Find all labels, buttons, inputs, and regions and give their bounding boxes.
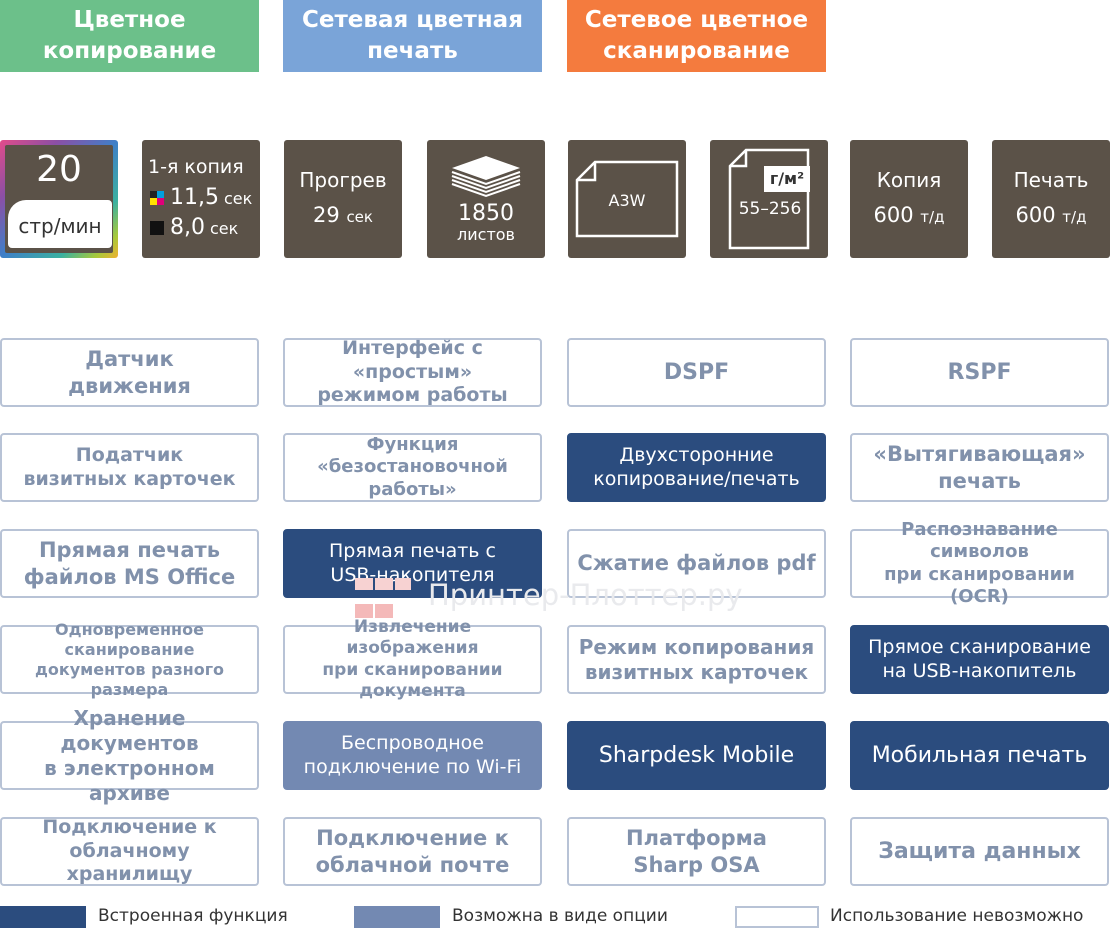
paper-density-range: 55–256 xyxy=(738,199,802,219)
print-resolution-unit: т/д xyxy=(1062,208,1087,226)
paper-format-icon xyxy=(575,160,679,238)
paper-capacity-unit: листов xyxy=(457,225,515,244)
copy-resolution-title: Копия xyxy=(876,168,942,192)
print-resolution-value: 600 xyxy=(1015,203,1056,227)
feature-box: Защита данных xyxy=(850,817,1109,886)
feature-box: Одновременное сканирование документов ра… xyxy=(0,620,259,699)
header-network-print: Сетевая цветная печать xyxy=(283,0,542,72)
legend-builtin-swatch xyxy=(0,906,86,928)
feature-box: Двухсторонние копирование/печать xyxy=(567,433,826,502)
feature-box: Извлечение изображения при сканировании … xyxy=(283,617,542,701)
legend-unavailable-swatch xyxy=(735,906,819,928)
legend-option-swatch xyxy=(354,906,440,928)
paper-format-label: A3W xyxy=(608,190,646,210)
bw-copy-time: 8,0 xyxy=(170,215,205,240)
feature-box: Прямая печать с USB-накопителя xyxy=(283,529,542,598)
feature-box: Распознавание символов при сканировании … xyxy=(850,519,1109,607)
speed-unit: стр/мин xyxy=(18,214,102,238)
feature-box: Подключение к облачной почте xyxy=(283,817,542,886)
feature-box: Режим копирования визитных карточек xyxy=(567,625,826,694)
paper-density-icon xyxy=(728,148,810,250)
color-copy-time: 11,5 xyxy=(170,185,219,210)
watermark-logo-icon xyxy=(355,578,411,622)
legend-option-label: Возможна в виде опции xyxy=(452,906,668,926)
color-swatch-icon xyxy=(150,191,164,205)
paper-format-tile: A3W xyxy=(568,140,686,258)
feature-box: «Вытягивающая» печать xyxy=(850,433,1109,502)
paper-stack-icon xyxy=(451,156,521,198)
feature-box: Датчик движения xyxy=(0,338,259,407)
copy-resolution-value: 600 xyxy=(873,203,914,227)
watermark-text: Принтер-Плоттер.ру xyxy=(428,578,743,612)
feature-box: Сжатие файлов pdf xyxy=(567,529,826,598)
feature-box: Платформа Sharp OSA xyxy=(567,817,826,886)
feature-box: Беспроводное подключение по Wi-Fi xyxy=(283,721,542,790)
copy-resolution-unit: т/д xyxy=(920,208,945,226)
paper-capacity-value: 1850 xyxy=(458,201,514,226)
feature-box: Интерфейс с «простым» режимом работы xyxy=(283,337,542,407)
warmup-tile: Прогрев 29 сек xyxy=(284,140,402,258)
warmup-value: 29 xyxy=(313,203,340,227)
feature-box: RSPF xyxy=(850,338,1109,407)
color-copy-unit: сек xyxy=(223,188,253,208)
header-network-scan: Сетевое цветное сканирование xyxy=(567,0,826,72)
warmup-unit: сек xyxy=(346,208,373,226)
legend-unavailable-label: Использование невозможно xyxy=(830,906,1084,926)
warmup-title: Прогрев xyxy=(299,168,387,192)
feature-box: Функция «безостановочной работы» xyxy=(283,433,542,502)
feature-box: Мобильная печать xyxy=(850,721,1109,790)
bw-swatch-icon xyxy=(150,221,164,235)
paper-density-unit: г/м² xyxy=(769,169,805,188)
paper-density-tile: г/м² 55–256 xyxy=(710,140,828,258)
speed-value: 20 xyxy=(36,149,82,190)
feature-box: Подключение к облачному хранилищу xyxy=(0,816,259,886)
feature-box: Податчик визитных карточек xyxy=(0,433,259,502)
header-color-copy: Цветное копирование xyxy=(0,0,259,72)
first-copy-title: 1-я копия xyxy=(148,156,244,178)
print-resolution-title: Печать xyxy=(1013,168,1089,192)
paper-capacity-tile: 1850 листов xyxy=(427,140,545,258)
first-copy-tile: 1-я копия 11,5 сек 8,0 сек xyxy=(142,140,260,258)
feature-box: Хранение документов в электронном архиве xyxy=(0,706,259,805)
feature-box: Sharpdesk Mobile xyxy=(567,721,826,790)
feature-box: Прямое сканирование на USB-накопитель xyxy=(850,625,1109,694)
feature-box: Прямая печать файлов MS Office xyxy=(0,529,259,598)
copy-resolution-tile: Копия 600 т/д xyxy=(850,140,968,258)
print-resolution-tile: Печать 600 т/д xyxy=(992,140,1110,258)
legend-builtin-label: Встроенная функция xyxy=(98,906,288,926)
bw-copy-unit: сек xyxy=(210,218,239,238)
feature-box: DSPF xyxy=(567,338,826,407)
speed-tile: 20 стр/мин xyxy=(0,140,118,258)
